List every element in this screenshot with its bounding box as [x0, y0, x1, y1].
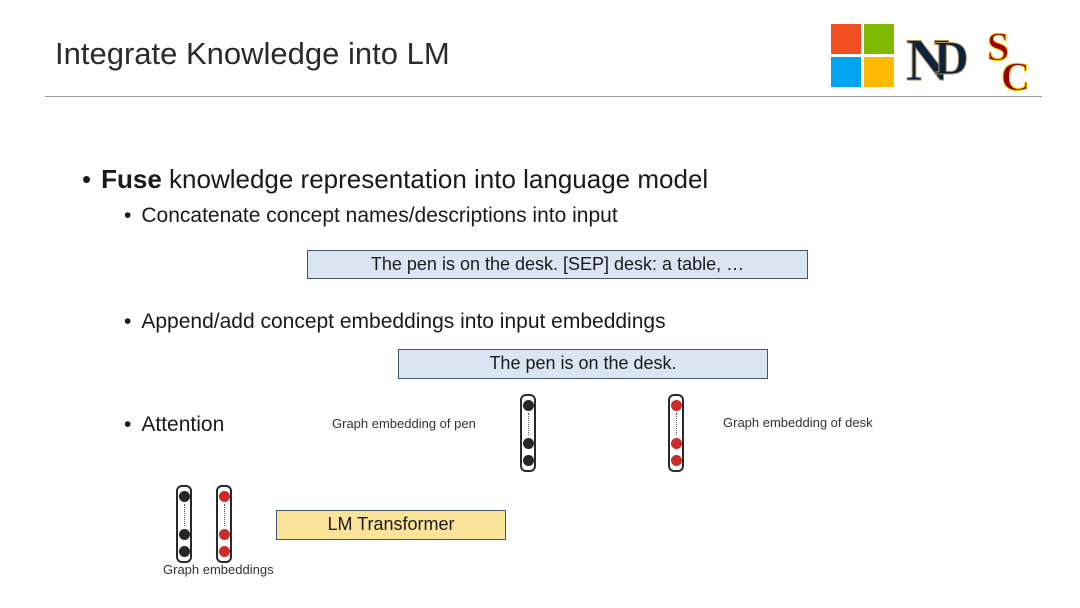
bullet-glyph: • [124, 204, 132, 227]
notre-dame-logo: N D [906, 27, 970, 94]
title-divider [45, 96, 1042, 97]
logo-strip: N D S C [829, 22, 1039, 100]
embedding-node [670, 455, 682, 466]
caption-pen-embedding: Graph embedding of pen [332, 416, 476, 431]
ellipsis-dots [224, 504, 225, 526]
graph-embedding-vector-black [176, 485, 192, 563]
embedding-node [522, 455, 534, 466]
pen-embedding-vector [520, 394, 536, 472]
bullet-bold-word: Fuse [101, 164, 162, 194]
bullet-main-text: knowledge representation into language m… [161, 164, 709, 194]
bullet-glyph: • [124, 413, 132, 436]
input-sentence-box: The pen is on the desk. [398, 349, 768, 379]
sub-bullet-attention: • Attention [124, 413, 224, 437]
embedding-node [670, 438, 682, 449]
sub-bullet-concatenate: • Concatenate concept names/descriptions … [124, 204, 618, 228]
bullet-glyph: • [82, 164, 92, 194]
sub-bullet-text: Attention [141, 413, 225, 436]
svg-text:D: D [934, 32, 969, 85]
embedding-node [178, 491, 190, 502]
ellipsis-dots [184, 504, 185, 526]
svg-text:S: S [987, 24, 1009, 69]
bullet-glyph: • [124, 310, 132, 333]
embedding-node [522, 438, 534, 449]
microsoft-logo [831, 24, 894, 87]
embedding-node [178, 529, 190, 540]
embedding-node [522, 400, 534, 411]
usc-logo: S C [987, 24, 1031, 100]
svg-text:N: N [906, 27, 949, 92]
concatenated-input-box: The pen is on the desk. [SEP] desk: a ta… [307, 250, 808, 279]
embedding-node [218, 546, 230, 557]
ellipsis-dots [528, 413, 529, 435]
graph-embedding-vector-red [216, 485, 232, 563]
lm-transformer-box: LM Transformer [276, 510, 506, 540]
sub-bullet-append: • Append/add concept embeddings into inpu… [124, 310, 666, 334]
embedding-node [178, 546, 190, 557]
ellipsis-dots [676, 413, 677, 435]
caption-desk-embedding: Graph embedding of desk [723, 415, 873, 430]
embedding-node [218, 491, 230, 502]
caption-graph-embeddings: Graph embeddings [163, 562, 274, 577]
embedding-node [218, 529, 230, 540]
svg-text:C: C [1001, 54, 1030, 92]
sub-bullet-text: Concatenate concept names/descriptions i… [141, 204, 618, 227]
slide-title: Integrate Knowledge into LM [55, 36, 450, 71]
desk-embedding-vector [668, 394, 684, 472]
main-bullet: • Fuse knowledge representation into lang… [82, 164, 708, 195]
sub-bullet-text: Append/add concept embeddings into input… [141, 310, 666, 333]
embedding-node [670, 400, 682, 411]
